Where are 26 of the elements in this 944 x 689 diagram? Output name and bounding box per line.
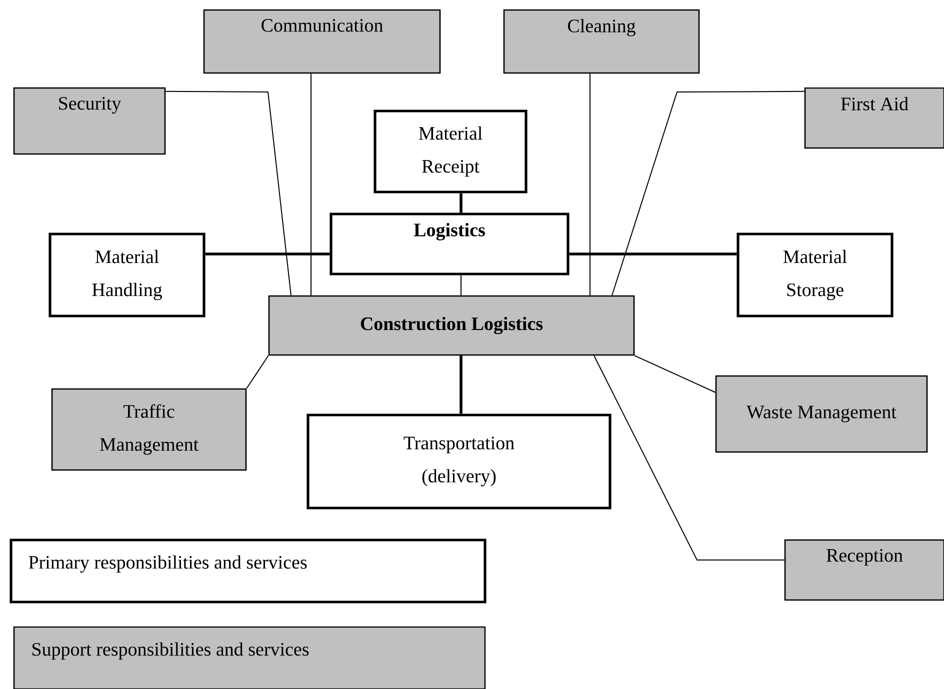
connector-line — [246, 355, 269, 389]
support-box: Communication — [203, 9, 441, 74]
support-box: Traffic Management — [51, 388, 247, 471]
connector-line — [634, 355, 716, 393]
support-box: Cleaning — [503, 9, 700, 74]
support-box: First Aid — [804, 87, 944, 149]
primary-box: Logistics — [330, 212, 570, 276]
connector-line — [205, 252, 330, 256]
connector-line — [460, 274, 462, 296]
support-box: Construction Logistics — [268, 295, 635, 356]
connector-line — [310, 73, 312, 296]
connector-line — [594, 355, 785, 560]
connector-line — [165, 90, 292, 296]
connector-line — [569, 252, 737, 256]
legend-label: Support responsibilities and services — [32, 642, 309, 660]
primary-box: Material Receipt — [374, 110, 528, 194]
connector-line — [460, 193, 462, 213]
connector-line — [460, 356, 462, 414]
primary-box: Material Storage — [736, 232, 894, 318]
primary-box: Transportation (delivery) — [306, 414, 612, 510]
legend-label: Primary responsibilities and services — [28, 555, 307, 573]
support-box: Waste Management — [715, 375, 928, 453]
primary-box: Material Handling — [48, 232, 206, 318]
connector-line — [612, 90, 805, 296]
support-box: Reception — [784, 539, 944, 601]
support-box: Security — [13, 87, 166, 155]
